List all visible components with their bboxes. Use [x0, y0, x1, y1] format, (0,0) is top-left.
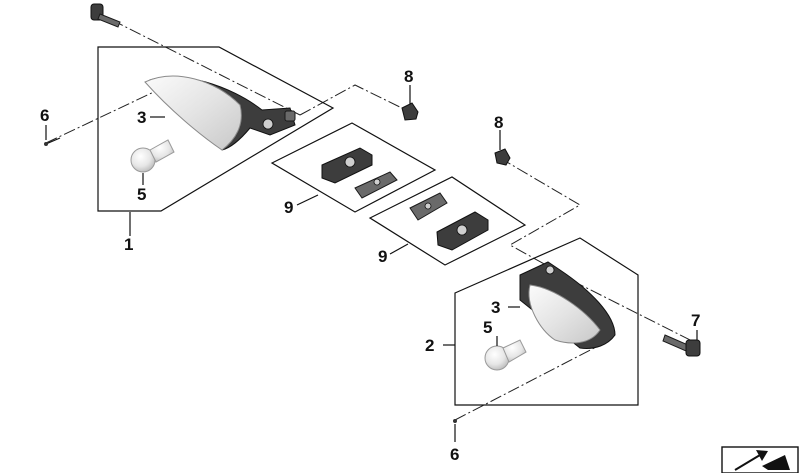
- mount-plate-upper-b: [354, 171, 398, 199]
- callout-8-top: 8: [404, 67, 413, 86]
- callout-2: 2: [425, 336, 434, 355]
- callout-9-lower: 9: [378, 247, 387, 266]
- screw-small-left: [44, 137, 61, 146]
- lens-left: [144, 75, 242, 151]
- bulb-left: [130, 139, 175, 173]
- screw-right: [662, 334, 701, 357]
- screw-small-bottom: [453, 419, 457, 423]
- indicator-left: [144, 75, 296, 151]
- arrow-symbol-icon: [721, 446, 799, 473]
- grommet-right: [494, 148, 511, 166]
- screw-top: [90, 3, 121, 28]
- callout-3-left: 3: [137, 108, 146, 127]
- callout-1: 1: [124, 235, 133, 254]
- assembly-axis-lines: [45, 19, 701, 421]
- indicator-right: [519, 261, 616, 349]
- group-frame-9-upper: [270, 122, 437, 213]
- callout-5-left: 5: [137, 185, 146, 204]
- mount-plate-lower-b: [436, 211, 489, 251]
- mount-plate-lower-a: [409, 192, 448, 221]
- mount-plate-upper-a: [321, 147, 373, 184]
- callout-9-upper: 9: [284, 198, 293, 217]
- group-frame-2: [454, 237, 639, 406]
- callout-6-bottom: 6: [450, 445, 459, 464]
- callout-8-right: 8: [494, 113, 503, 132]
- group-frame-1: [97, 46, 335, 212]
- group-frame-9-lower: [368, 176, 527, 266]
- callout-6-left: 6: [40, 106, 49, 125]
- callout-5-right: 5: [483, 318, 492, 337]
- grommet-top: [401, 102, 419, 121]
- callout-3-right: 3: [491, 298, 500, 317]
- bulb-right: [484, 339, 527, 371]
- callout-7: 7: [691, 311, 700, 330]
- lens-right: [528, 284, 601, 344]
- callout-leaders: [45, 85, 698, 442]
